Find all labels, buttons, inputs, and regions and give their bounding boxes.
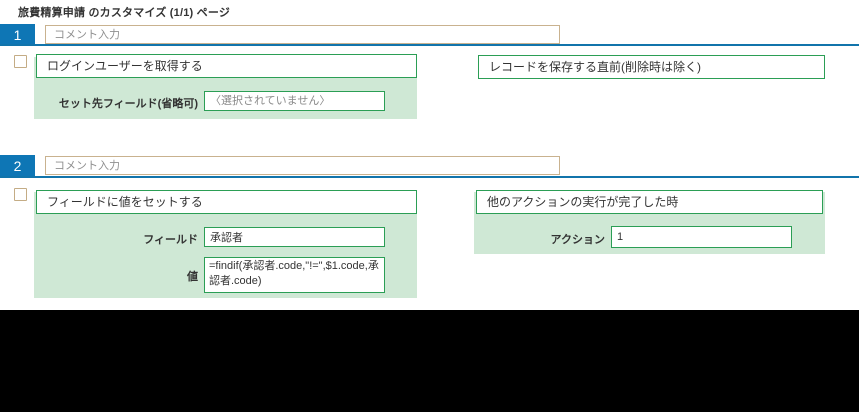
block-2-action-ref-input[interactable] bbox=[611, 226, 792, 248]
block-1-trigger-title: レコードを保存する直前(削除時は除く) bbox=[478, 55, 825, 79]
block-2-trigger-title: 他のアクションの実行が完了した時 bbox=[476, 190, 823, 214]
block-2-divider bbox=[0, 176, 859, 178]
block-1-action-title: ログインユーザーを取得する bbox=[36, 54, 417, 78]
block-2-checkbox[interactable] bbox=[14, 188, 27, 201]
bottom-black-region bbox=[0, 310, 859, 412]
block-2-value-label: 値 bbox=[187, 271, 198, 283]
block-2-value-textarea[interactable]: =findif(承認者.code,"!=",$1.code,承認者.code) bbox=[204, 257, 385, 293]
block-1-set-field-label: セット先フィールド(省略可) bbox=[58, 98, 198, 110]
block-2-action-ref-label: アクション bbox=[550, 234, 605, 246]
block-1-number-badge: 1 bbox=[0, 24, 35, 46]
block-2-field-input[interactable] bbox=[204, 227, 385, 247]
block-2-action-title: フィールドに値をセットする bbox=[36, 190, 417, 214]
block-1-set-field-select[interactable]: 〈選択されていません〉 bbox=[204, 91, 385, 111]
block-2-field-label: フィールド bbox=[143, 234, 198, 246]
page-title: 旅費精算申請 のカスタマイズ (1/1) ページ bbox=[18, 7, 231, 19]
block-2-comment-input[interactable] bbox=[45, 156, 560, 175]
block-1-checkbox[interactable] bbox=[14, 55, 27, 68]
block-2-number-badge: 2 bbox=[0, 155, 35, 177]
block-1-comment-input[interactable] bbox=[45, 25, 560, 44]
block-1-divider bbox=[0, 44, 859, 46]
